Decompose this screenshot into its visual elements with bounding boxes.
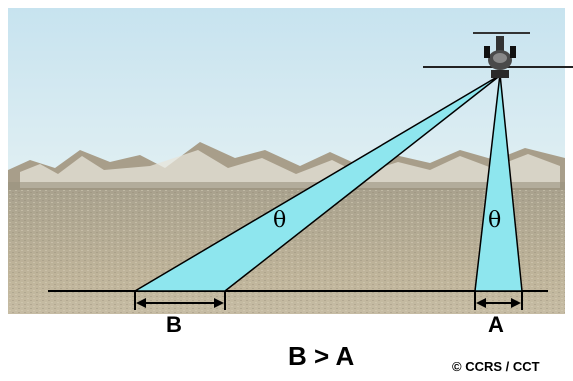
copyright-label: © CCRS / CCT [452, 360, 540, 373]
footprint-b-label: B [166, 314, 182, 336]
angle-b-label: θ [273, 210, 286, 232]
comparison-label: B > A [288, 343, 354, 369]
footprint-a-label: A [488, 314, 504, 336]
angle-a-label: θ [488, 210, 501, 232]
